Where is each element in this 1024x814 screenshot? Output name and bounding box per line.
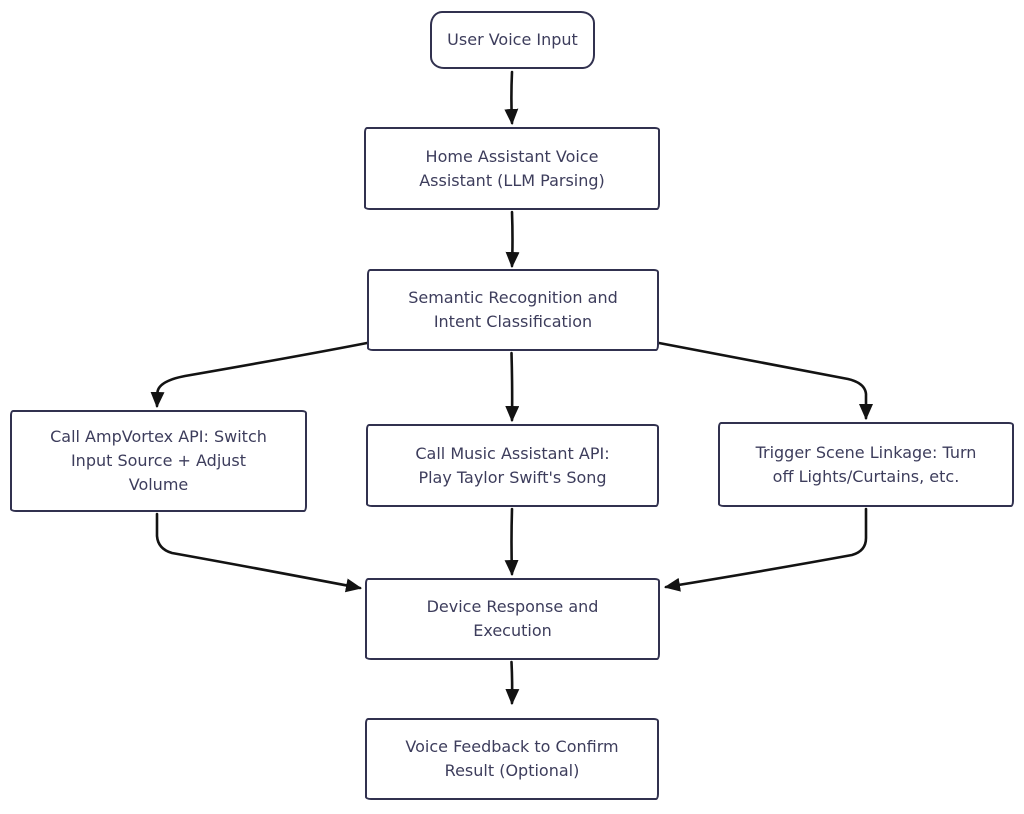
- node-voice-feedback: Voice Feedback to Confirm Result (Option…: [365, 718, 659, 800]
- node-device-response: Device Response and Execution: [365, 578, 660, 660]
- node-label: Voice Feedback to Confirm Result (Option…: [405, 737, 619, 780]
- edge-ampvortex-to-device: [155, 512, 362, 593]
- node-semantic-recognition: Semantic Recognition and Intent Classifi…: [367, 269, 659, 351]
- node-label: User Voice Input: [447, 30, 578, 49]
- node-label: Call AmpVortex API: Switch Input Source …: [50, 427, 267, 494]
- edge-semantic-to-scene: [657, 341, 873, 420]
- node-call-ampvortex-api: Call AmpVortex API: Switch Input Source …: [10, 410, 307, 512]
- node-label: Device Response and Execution: [426, 597, 599, 640]
- node-label: Semantic Recognition and Intent Classifi…: [408, 288, 618, 331]
- node-home-assistant-voice-assistant: Home Assistant Voice Assistant (LLM Pars…: [364, 127, 660, 210]
- edge-scene-to-device: [664, 507, 868, 592]
- node-label: Home Assistant Voice Assistant (LLM Pars…: [419, 146, 605, 190]
- edge-device-to-feedback: [505, 660, 520, 705]
- node-label: Trigger Scene Linkage: Turn off Lights/C…: [755, 442, 977, 486]
- node-trigger-scene-linkage: Trigger Scene Linkage: Turn off Lights/C…: [718, 422, 1014, 507]
- edge-input-to-assistant: [504, 70, 519, 125]
- edge-semantic-to-music: [505, 351, 520, 422]
- node-call-music-assistant-api: Call Music Assistant API: Play Taylor Sw…: [366, 424, 659, 507]
- edge-assistant-to-semantic: [505, 210, 520, 268]
- edge-music-to-device: [504, 507, 519, 576]
- node-user-voice-input: User Voice Input: [430, 11, 595, 69]
- node-label: Call Music Assistant API: Play Taylor Sw…: [415, 443, 610, 487]
- edge-semantic-to-ampvortex: [150, 341, 369, 408]
